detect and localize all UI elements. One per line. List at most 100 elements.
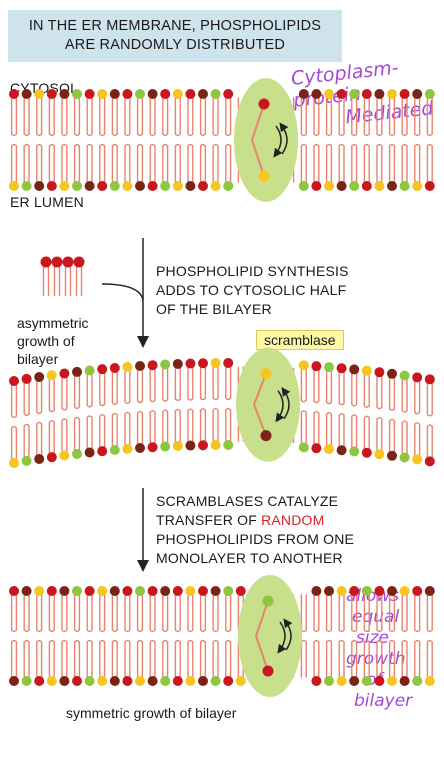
phospholipid-head — [374, 181, 385, 191]
phospholipid-head — [84, 447, 95, 458]
phospholipid-head — [349, 181, 360, 191]
scramblase-protein — [238, 575, 302, 697]
phospholipid-head — [109, 89, 120, 99]
phospholipid-head — [311, 443, 322, 454]
new-lipid-head — [51, 256, 63, 268]
new-lipid-tail — [42, 266, 50, 296]
phospholipid-head — [59, 368, 70, 379]
phospholipid-head — [336, 586, 347, 596]
phospholipid-head — [210, 676, 221, 686]
phospholipid-head — [84, 89, 95, 99]
phospholipid-head — [72, 181, 82, 191]
flop-arrow — [283, 618, 293, 651]
phospholipid-head — [160, 586, 171, 596]
phospholipid-head — [97, 446, 108, 457]
phospholipid-head — [336, 89, 347, 99]
phospholipid-head — [424, 89, 435, 99]
phospholipid-head — [46, 452, 57, 463]
phospholipid-head — [324, 89, 334, 99]
phospholipid-head — [210, 181, 221, 191]
phospholipid-head — [122, 443, 133, 454]
phospholipid-head — [21, 373, 32, 384]
phospholipid-head — [147, 676, 158, 686]
phospholipid-head — [172, 440, 183, 451]
new-phospholipids-cluster — [40, 256, 85, 296]
phospholipid-head — [97, 364, 108, 375]
phospholipid-head — [311, 89, 322, 99]
phospholipid-head — [135, 181, 145, 191]
phospholipid-head — [46, 676, 57, 686]
phospholipid-head — [172, 358, 183, 369]
phospholipid-head — [34, 89, 45, 99]
phospholipid-head — [46, 586, 57, 596]
phospholipid-head — [223, 358, 234, 369]
phospholipid-head — [387, 676, 397, 686]
phospholipid-head — [109, 181, 120, 191]
phospholipid-head — [109, 676, 120, 686]
translocating-lipid-head — [260, 368, 272, 380]
asymmetric-growth-label: asymmetric growth of bilayer — [17, 315, 89, 367]
phospholipid-head — [387, 181, 397, 191]
phospholipid-head — [223, 89, 234, 99]
er-lumen-label: ER LUMEN — [10, 194, 84, 210]
phospholipid-head — [387, 368, 397, 379]
phospholipid-head — [399, 586, 410, 596]
phospholipid-head — [135, 676, 145, 686]
phospholipid-head — [21, 676, 32, 686]
phospholipid-head — [9, 586, 19, 596]
phospholipid-head — [122, 586, 133, 596]
phospholipid-head — [185, 586, 196, 596]
phospholipid-head — [9, 458, 19, 468]
phospholipid-head — [160, 676, 171, 686]
phospholipid-head — [198, 181, 208, 191]
phospholipid-head — [147, 360, 158, 371]
phospholipid-head — [336, 445, 347, 456]
phospholipid-head — [135, 443, 145, 454]
phospholipid-head — [311, 586, 322, 596]
phospholipid-head — [336, 181, 347, 191]
title-line-1: IN THE ER MEMBRANE, PHOSPHOLIPIDS — [28, 18, 322, 34]
symmetric-growth-label: symmetric growth of bilayer — [66, 705, 237, 721]
phospholipid-head — [210, 358, 221, 369]
phospholipid-head — [349, 446, 360, 457]
phospholipid-head — [387, 586, 397, 596]
synthesis-feed-arrow — [101, 283, 144, 301]
phospholipid-head — [46, 181, 57, 191]
phospholipid-head — [198, 358, 208, 369]
phospholipid-head — [109, 444, 120, 455]
phospholipid-head — [97, 89, 108, 99]
phospholipid-head — [135, 586, 145, 596]
phospholipid-head — [223, 586, 234, 596]
new-lipid-tail — [75, 266, 83, 296]
phospholipid-head — [424, 374, 435, 385]
phospholipid-head — [97, 676, 108, 686]
phospholipid-head — [399, 676, 410, 686]
phospholipid-head — [97, 181, 108, 191]
phospholipid-head — [311, 361, 322, 372]
phospholipid-head — [399, 89, 410, 99]
phospholipid-head — [21, 586, 32, 596]
phospholipid-head — [198, 440, 208, 451]
flip-arrow — [277, 621, 287, 654]
phospholipid-head — [59, 450, 70, 461]
phospholipid-head — [412, 454, 423, 465]
phospholipid-head — [34, 586, 45, 596]
phospholipid-head — [84, 365, 95, 376]
phospholipid-head — [172, 181, 183, 191]
phospholipid-head — [412, 89, 423, 99]
phospholipid-head — [311, 676, 322, 686]
new-lipid-head — [40, 256, 52, 268]
phospholipid-head — [399, 181, 410, 191]
random-emphasis: RANDOM — [261, 512, 325, 528]
flop-arrow — [279, 122, 289, 155]
phospholipid-head — [59, 586, 70, 596]
phospholipid-head — [361, 676, 372, 686]
phospholipid-head — [324, 676, 334, 686]
phospholipid-head — [172, 586, 183, 596]
scramblase-protein — [236, 347, 300, 462]
phospholipid-head — [122, 361, 133, 372]
scramblase-label: scramblase — [256, 330, 344, 350]
phospholipid-head — [336, 363, 347, 374]
phospholipid-head — [361, 447, 372, 458]
